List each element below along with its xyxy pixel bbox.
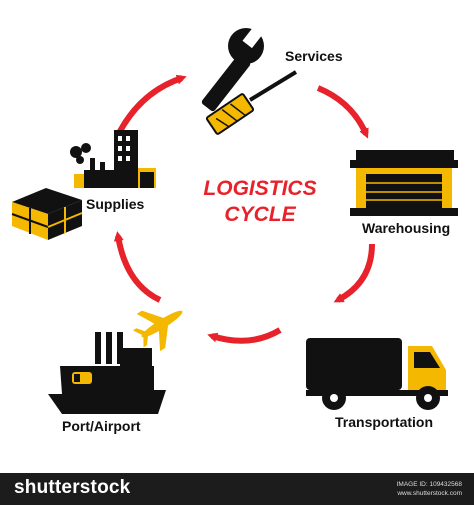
label-transportation: Transportation: [335, 414, 434, 430]
footer-bar: shutterstock IMAGE ID: 109432568 www.shu…: [0, 473, 474, 505]
footer-site: www.shutterstock.com: [397, 490, 462, 497]
label-port-airport: Port/Airport: [62, 418, 141, 434]
arrow-warehousing-to-transportation: [333, 243, 375, 303]
label-supplies: Supplies: [86, 196, 145, 212]
wrench-icon: [201, 23, 266, 112]
arrow-transportation-to-port: [207, 327, 282, 344]
arrow-services-to-warehousing: [316, 85, 369, 139]
footer-image-info: IMAGE ID: 109432568 www.shutterstock.com: [397, 480, 462, 498]
truck-icon: [306, 338, 448, 410]
footer-image-id: IMAGE ID: 109432568: [396, 481, 462, 488]
label-services: Services: [285, 48, 343, 64]
arrow-port-to-supplies: [113, 231, 162, 303]
factory-icon: [70, 130, 156, 188]
warehouse-icon: [350, 150, 458, 216]
title-line-2: CYCLE: [224, 203, 296, 226]
ship-icon: [48, 332, 166, 414]
cycle-arrows: [113, 74, 375, 344]
title-line-1: LOGISTICS: [203, 177, 317, 200]
services-icon: [201, 23, 298, 135]
diagram-canvas: [11, 23, 458, 414]
diagram-title: LOGISTICS CYCLE: [190, 176, 330, 228]
screwdriver-icon: [205, 70, 298, 135]
label-warehousing: Warehousing: [362, 220, 451, 236]
boxes-icon: [11, 188, 83, 240]
footer-brand-logo: shutterstock: [14, 477, 131, 498]
airplane-icon: [132, 310, 183, 352]
arrow-supplies-to-services: [115, 74, 187, 137]
